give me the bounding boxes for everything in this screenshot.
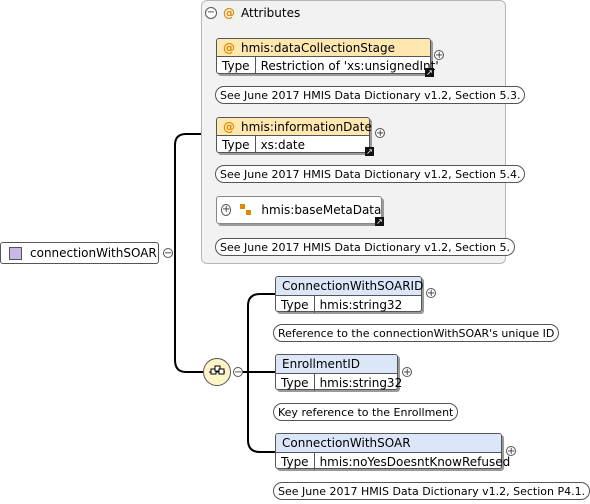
attributes-connector bbox=[174, 133, 202, 252]
attributes-title: Attributes bbox=[241, 6, 301, 20]
reference-arrow-icon[interactable]: ↗ bbox=[375, 217, 384, 226]
type-value: hmis:string32 bbox=[319, 297, 403, 312]
element-documentation: See June 2017 HMIS Data Dictionary v1.2,… bbox=[273, 482, 590, 500]
collapse-root-icon[interactable]: − bbox=[163, 248, 173, 259]
element-name: ConnectionWithSOAR bbox=[282, 436, 411, 450]
type-label: Type bbox=[217, 136, 256, 153]
type-label: Type bbox=[276, 374, 315, 391]
collapse-attributes-icon[interactable]: − bbox=[205, 7, 217, 19]
type-label: Type bbox=[217, 57, 256, 74]
type-label: Type bbox=[276, 453, 315, 470]
attribute-information-date[interactable]: @ hmis:informationDate Type xs:date bbox=[216, 117, 372, 153]
root-element-connection-with-soar[interactable]: connectionWithSOAR bbox=[0, 242, 159, 264]
group-documentation: See June 2017 HMIS Data Dictionary v1.2,… bbox=[215, 238, 515, 256]
expand-group-icon[interactable]: + bbox=[221, 204, 232, 216]
type-label: Type bbox=[276, 296, 315, 313]
type-value: xs:date bbox=[260, 137, 306, 152]
attribute-documentation: See June 2017 HMIS Data Dictionary v1.2,… bbox=[215, 165, 526, 183]
sequence-compositor-icon[interactable] bbox=[203, 358, 231, 386]
sequence-glyph bbox=[209, 365, 225, 375]
at-sign-icon: @ bbox=[223, 40, 235, 55]
group-name: hmis:baseMetaData bbox=[261, 203, 382, 217]
child-element-connection-with-soar-id[interactable]: ConnectionWithSOARID Type hmis:string32 bbox=[275, 276, 424, 313]
expand-child-icon[interactable]: + bbox=[402, 367, 412, 378]
attribute-documentation: See June 2017 HMIS Data Dictionary v1.2,… bbox=[215, 86, 526, 104]
expand-child-icon[interactable]: + bbox=[506, 446, 516, 457]
attribute-name: hmis:dataCollectionStage bbox=[241, 40, 395, 55]
type-value: Restriction of 'xs:unsignedInt' bbox=[260, 58, 439, 73]
type-value: hmis:string32 bbox=[319, 375, 403, 390]
sequence-to-first-child-line bbox=[247, 293, 275, 372]
element-documentation: Reference to the connectionWithSOAR's un… bbox=[273, 324, 560, 342]
type-value: hmis:noYesDoesntKnowRefused bbox=[319, 454, 511, 469]
collapse-sequence-icon[interactable]: − bbox=[233, 367, 243, 378]
reference-arrow-icon[interactable]: ↗ bbox=[365, 147, 374, 156]
element-documentation: Key reference to the Enrollment bbox=[273, 403, 459, 421]
attribute-data-collection-stage[interactable]: @ hmis:dataCollectionStage Type Restrict… bbox=[216, 38, 439, 74]
group-ref-base-meta-data[interactable]: + hmis:baseMetaData bbox=[216, 196, 382, 224]
element-name: ConnectionWithSOARID bbox=[282, 279, 424, 293]
attribute-group-icon bbox=[240, 204, 252, 215]
child-element-connection-with-soar[interactable]: ConnectionWithSOAR Type hmis:noYesDoesnt… bbox=[275, 433, 510, 470]
attribute-name: hmis:informationDate bbox=[241, 119, 372, 134]
expand-data-collection-stage-icon[interactable]: + bbox=[434, 50, 444, 61]
expand-information-date-icon[interactable]: + bbox=[375, 128, 385, 139]
at-sign-icon: @ bbox=[223, 6, 235, 20]
element-icon bbox=[9, 246, 22, 260]
attributes-header: − @ Attributes bbox=[205, 5, 300, 21]
reference-arrow-icon[interactable]: ↗ bbox=[425, 68, 434, 77]
sequence-to-last-child-line bbox=[247, 372, 275, 453]
expand-child-icon[interactable]: + bbox=[426, 288, 436, 299]
sequence-connector bbox=[174, 252, 203, 373]
element-name: EnrollmentID bbox=[282, 357, 361, 371]
root-element-name: connectionWithSOAR bbox=[30, 246, 157, 260]
child-element-enrollment-id[interactable]: EnrollmentID Type hmis:string32 bbox=[275, 354, 402, 391]
at-sign-icon: @ bbox=[223, 119, 235, 134]
